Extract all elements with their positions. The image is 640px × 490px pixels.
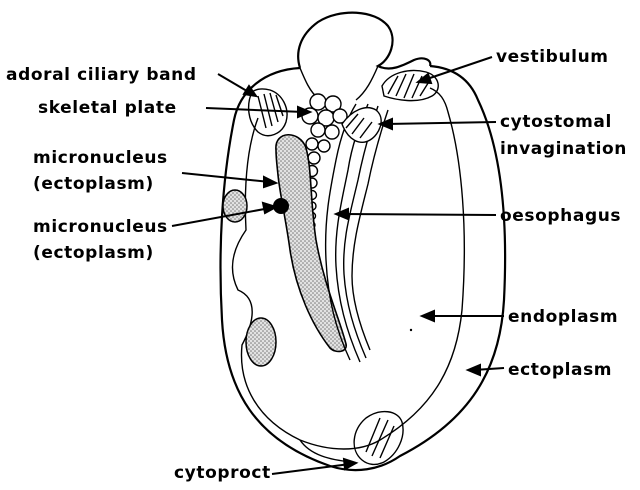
label-cytostomal: cytostomal: [500, 112, 612, 132]
head-lobe: [298, 13, 430, 69]
label-micronucleus-2: micronucleus: [33, 217, 168, 237]
label-endoplasm: endoplasm: [508, 307, 618, 327]
label-ectoplasm: ectoplasm: [508, 360, 612, 380]
label-micronucleus-1-sub: (ectoplasm): [33, 174, 154, 194]
label-oesophagus: oesophagus: [500, 206, 621, 226]
label-micronucleus-2-sub: (ectoplasm): [33, 243, 154, 263]
label-invagination: invagination: [500, 139, 627, 159]
endoplasm-speck: [410, 329, 412, 331]
vacuole-lower: [246, 318, 276, 366]
vacuole-upper: [223, 190, 247, 222]
label-skeletal-plate: skeletal plate: [38, 98, 177, 118]
label-cytoproct: cytoproct: [174, 463, 271, 483]
label-adoral-ciliary-band: adoral ciliary band: [6, 65, 197, 85]
label-vestibulum: vestibulum: [496, 47, 609, 67]
label-micronucleus-1: micronucleus: [33, 148, 168, 168]
